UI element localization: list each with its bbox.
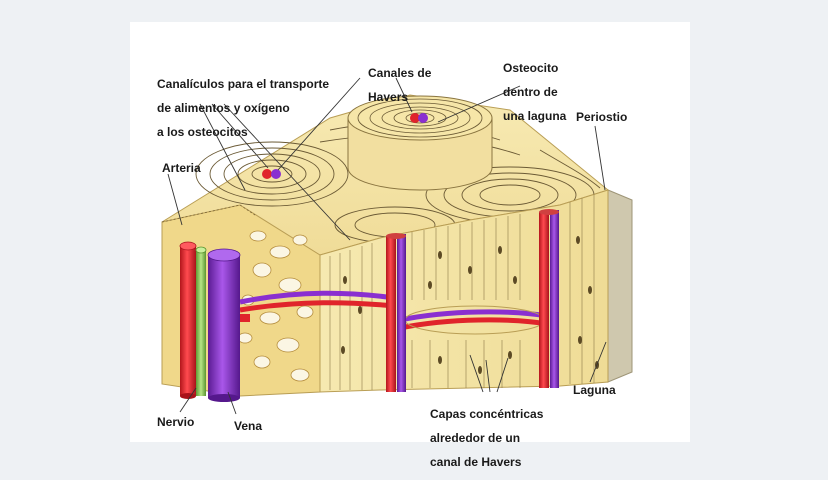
- lacunae-marks: [341, 236, 599, 374]
- front-lamellae: [329, 194, 595, 390]
- label-canaliculos-line2: de alimentos y oxígeno: [157, 101, 290, 115]
- bone-illustration: [130, 22, 690, 442]
- label-osteocito-line2: dentro de: [503, 85, 558, 99]
- label-nervio: Nervio: [157, 415, 195, 429]
- raised-osteon: [347, 95, 493, 191]
- label-canales-havers: Canales de Havers: [368, 55, 431, 115]
- vertical-canals: [386, 209, 559, 392]
- label-arteria: Arteria: [162, 161, 201, 175]
- left-osteon-artery: [262, 169, 272, 179]
- label-osteocito: Osteocito dentro de una laguna: [503, 50, 566, 134]
- label-osteocito-line1: Osteocito: [503, 61, 559, 75]
- label-laguna: Laguna: [573, 383, 616, 397]
- label-capas-line2: alrededor de un: [430, 431, 521, 445]
- large-vessels: [179, 241, 250, 402]
- label-canaliculos-line1: Canalículos para el transporte: [157, 77, 330, 91]
- artery-vessel: [180, 246, 196, 396]
- periosteum-edge: [607, 189, 633, 383]
- label-capas: Capas concéntricas alrededor de un canal…: [430, 396, 543, 480]
- vein-vessel: [208, 255, 240, 398]
- label-vena: Vena: [234, 419, 263, 433]
- label-periostio: Periostio: [576, 110, 628, 124]
- label-canales-havers-line2: Havers: [368, 90, 409, 104]
- label-canaliculos: Canalículos para el transporte de alimen…: [157, 66, 329, 150]
- label-capas-line1: Capas concéntricas: [430, 407, 544, 421]
- bone-structure-diagram: Canalículos para el transporte de alimen…: [130, 22, 690, 468]
- leader-lines: [167, 77, 607, 415]
- label-canaliculos-line3: a los osteocitos: [157, 125, 248, 139]
- label-canales-havers-line1: Canales de: [368, 66, 432, 80]
- label-capas-line3: canal de Havers: [430, 455, 522, 469]
- spongy-cavities: [237, 230, 314, 382]
- nerve-vessel: [196, 250, 206, 396]
- label-osteocito-line3: una laguna: [503, 109, 567, 123]
- left-osteon-vein: [271, 169, 281, 179]
